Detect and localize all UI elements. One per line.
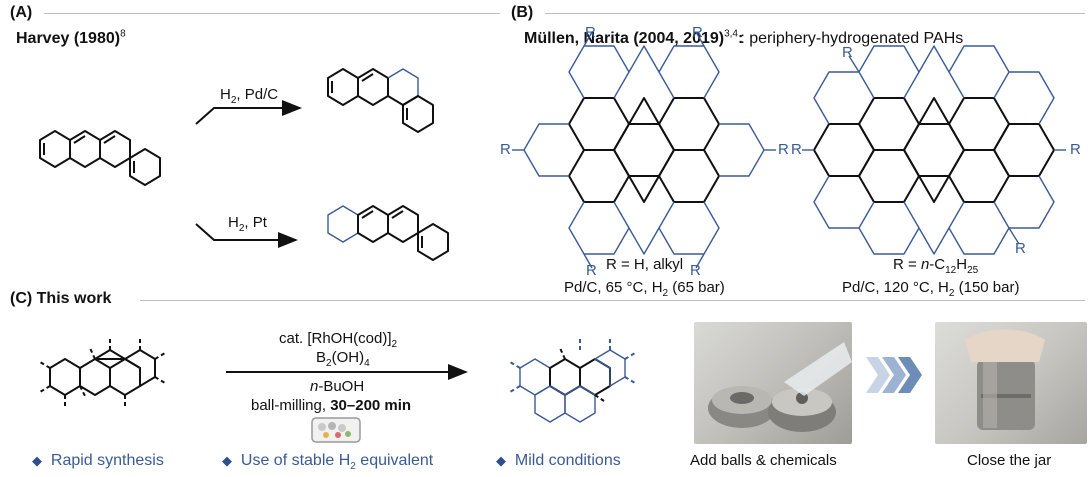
panel-a-rule bbox=[44, 13, 500, 14]
left-r-definition: R = H, alkyl bbox=[606, 256, 684, 273]
harvey-author: Harvey (1980) bbox=[16, 30, 121, 47]
right-rdef-sub1: 12 bbox=[945, 265, 957, 276]
panel-c-rule bbox=[140, 300, 1085, 301]
r-label-left-top-2: R bbox=[692, 24, 703, 41]
right-r-definition: R = n-C12H25 bbox=[893, 256, 979, 276]
solvent-label: n-BuOH bbox=[310, 378, 364, 396]
r-label-right-left: R bbox=[791, 141, 802, 158]
reductant-b: B bbox=[316, 349, 327, 366]
bottom-reagent-rest: , Pt bbox=[244, 214, 267, 231]
bottom-reaction-arrow bbox=[195, 223, 298, 248]
feature-2-text: Use of stable H bbox=[240, 452, 351, 469]
r-label-left-top-1: R bbox=[585, 24, 596, 41]
mullen-author: Müllen, Narita (2004, 2019) bbox=[524, 30, 725, 47]
feature-1: ◆ Rapid synthesis bbox=[32, 452, 164, 470]
reductant-label: B2(OH)4 bbox=[316, 349, 370, 369]
right-cond-b: (150 bar) bbox=[954, 279, 1020, 296]
photo-close-jar bbox=[935, 322, 1087, 444]
product-structure bbox=[509, 339, 636, 423]
feature-3-text: Mild conditions bbox=[514, 452, 621, 469]
r-label-right-top: R bbox=[842, 44, 853, 61]
feature-1-text: Rapid synthesis bbox=[50, 452, 164, 469]
milling-time: 30–200 min bbox=[330, 397, 412, 414]
right-rdef-c: H bbox=[956, 256, 968, 273]
left-hbc-structure bbox=[512, 31, 776, 269]
top-reaction-arrow bbox=[195, 100, 302, 125]
left-cond-b: (65 bar) bbox=[668, 279, 725, 296]
solvent-text: -BuOH bbox=[318, 378, 365, 395]
mullen-citation: Müllen, Narita (2004, 2019)3,4:: periphe… bbox=[524, 28, 964, 48]
r-label-right-right: R bbox=[1070, 141, 1081, 158]
substrate-structure bbox=[39, 339, 166, 406]
chevron-arrows-icon bbox=[866, 357, 922, 393]
left-cond-sub: 2 bbox=[662, 288, 669, 299]
top-reagent-label: H2, Pd/C bbox=[220, 86, 279, 106]
photo-right-caption: Close the jar bbox=[967, 452, 1052, 469]
r-label-left-right: R bbox=[778, 141, 789, 158]
benzanthracene-structure bbox=[39, 130, 161, 186]
diamond-bullet-icon: ◆ bbox=[222, 453, 232, 468]
feature-2-sub: 2 bbox=[350, 461, 356, 473]
top-reagent-sub: 2 bbox=[230, 95, 237, 106]
bottom-reagent-h: H bbox=[228, 214, 239, 231]
reductant-sub2: 4 bbox=[364, 358, 370, 369]
right-rdef-sub2: 25 bbox=[967, 265, 979, 276]
r-label-right-bottom: R bbox=[1015, 240, 1026, 257]
bottom-product-structure bbox=[327, 205, 449, 261]
right-rdef-b: -C bbox=[929, 256, 946, 273]
mullen-title-rest: : periphery-hydrogenated PAHs bbox=[740, 30, 964, 47]
left-cond-a: Pd/C, 65 °C, H bbox=[564, 279, 663, 296]
diamond-bullet-icon: ◆ bbox=[496, 453, 506, 468]
bottom-reagent-sub: 2 bbox=[238, 223, 245, 234]
reductant-sub1: 2 bbox=[326, 358, 332, 369]
feature-3: ◆ Mild conditions bbox=[496, 452, 621, 470]
feature-2: ◆ Use of stable H2 equivalent bbox=[222, 452, 434, 473]
panel-c-label: (C) This work bbox=[10, 290, 112, 307]
feature-2-text-rest: equivalent bbox=[355, 452, 434, 469]
top-reagent-h: H bbox=[220, 86, 231, 103]
top-product-structure bbox=[327, 68, 434, 133]
right-cond-sub: 2 bbox=[948, 288, 955, 299]
r-label-left-left: R bbox=[500, 141, 511, 158]
right-cond-a: Pd/C, 120 °C, H bbox=[842, 279, 949, 296]
diamond-bullet-icon: ◆ bbox=[32, 453, 42, 468]
panel-a-label: (A) bbox=[10, 4, 33, 21]
right-rdef-a: R = bbox=[893, 256, 921, 273]
bottom-reagent-label: H2, Pt bbox=[228, 214, 267, 234]
milling-label: ball-milling, 30–200 min bbox=[251, 397, 411, 415]
harvey-ref: 8 bbox=[120, 28, 126, 40]
right-pah-structure bbox=[802, 45, 1066, 255]
right-rdef-italic: n bbox=[920, 256, 930, 273]
panel-b-rule bbox=[545, 13, 1085, 14]
ball-mill-icon bbox=[311, 417, 361, 443]
top-reagent-rest: , Pd/C bbox=[236, 86, 279, 103]
milling-text: ball-milling, bbox=[251, 397, 331, 414]
right-conditions: Pd/C, 120 °C, H2 (150 bar) bbox=[842, 279, 1020, 299]
harvey-citation: Harvey (1980)8 bbox=[16, 28, 126, 48]
panel-b-label: (B) bbox=[511, 4, 534, 21]
r-label-left-bottom-1: R bbox=[586, 262, 597, 279]
mullen-colon: : bbox=[738, 30, 744, 47]
catalyst-text: cat. [RhOH(cod)] bbox=[279, 330, 392, 347]
photo-left-caption: Add balls & chemicals bbox=[690, 452, 837, 469]
photo-add-balls bbox=[694, 322, 852, 444]
r-label-left-bottom-2: R bbox=[690, 262, 701, 279]
solvent-italic: n bbox=[310, 378, 319, 395]
catalyst-sub: 2 bbox=[391, 339, 398, 350]
catalyst-label: cat. [RhOH(cod)]2 bbox=[279, 330, 398, 350]
left-conditions: Pd/C, 65 °C, H2 (65 bar) bbox=[564, 279, 725, 299]
mullen-ref: 3,4 bbox=[724, 28, 738, 40]
reductant-oh: (OH) bbox=[331, 349, 365, 366]
